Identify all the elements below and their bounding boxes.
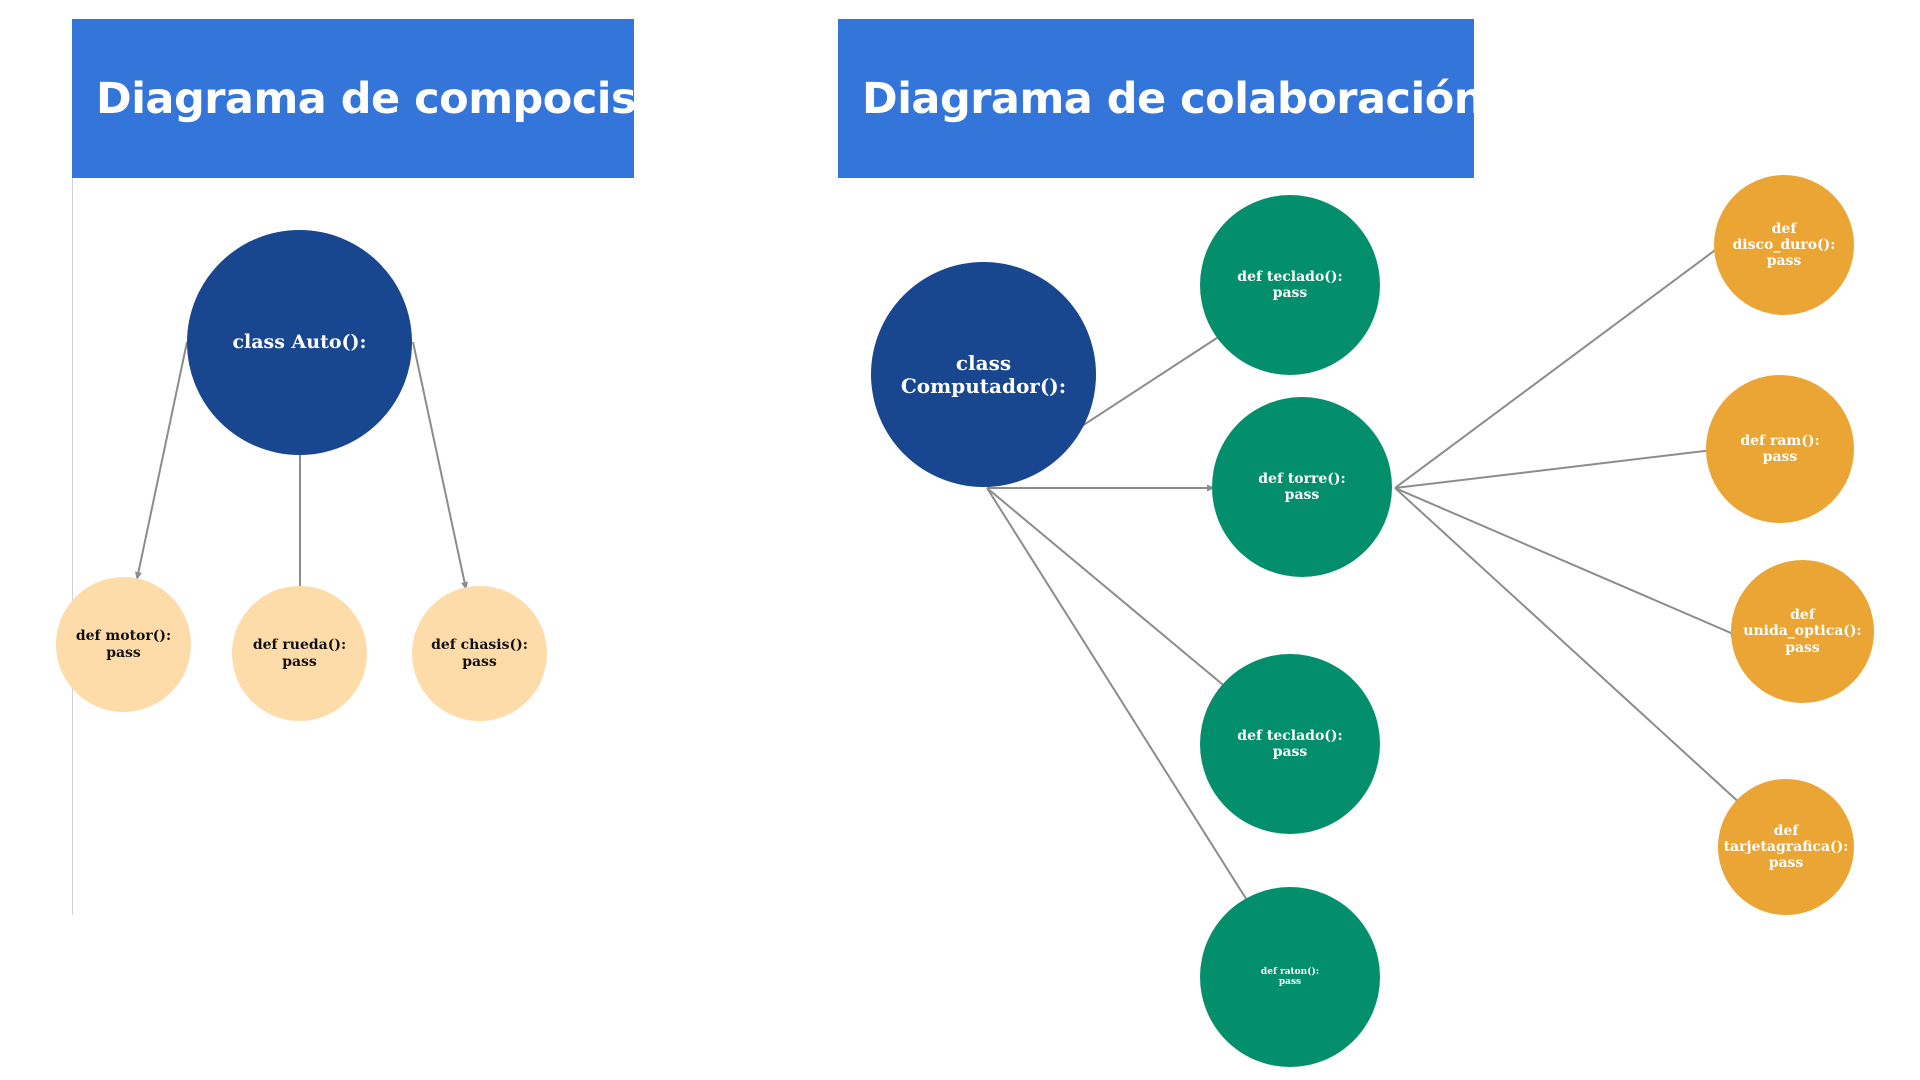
node-def-torre-label: def torre(): pass	[1258, 470, 1346, 503]
node-class-auto-label: class Auto():	[232, 330, 367, 353]
node-def-teclado-top: def teclado(): pass	[1200, 195, 1380, 375]
node-def-raton: def raton(): pass	[1200, 887, 1380, 1067]
node-def-chasis: def chasis(): pass	[412, 586, 547, 721]
composition-title: Diagrama de compocisión	[96, 73, 710, 124]
node-class-auto: class Auto():	[187, 230, 412, 455]
node-def-rueda-label: def rueda(): pass	[252, 637, 347, 670]
node-def-teclado-top-label: def teclado(): pass	[1237, 268, 1343, 301]
node-def-disco-duro-label: def disco_duro(): pass	[1732, 220, 1836, 270]
node-class-computador: class Computador():	[871, 262, 1096, 487]
divider-line	[72, 178, 73, 915]
arrow-auto-to-chasis	[412, 341, 468, 590]
node-def-rueda: def rueda(): pass	[232, 586, 367, 721]
arrow-computador-to-raton	[986, 487, 1251, 906]
node-def-ram-label: def ram(): pass	[1740, 432, 1820, 465]
node-def-chasis-label: def chasis(): pass	[431, 637, 528, 670]
collaboration-title-banner: Diagrama de colaboración	[838, 19, 1484, 178]
node-def-teclado-bottom: def teclado(): pass	[1200, 654, 1380, 834]
arrow-auto-to-motor	[135, 341, 188, 580]
arrow-torre-to-ram	[1394, 447, 1714, 489]
arrow-torre-to-disco-duro	[1394, 244, 1723, 489]
arrow-torre-to-unida-optica	[1394, 487, 1739, 637]
node-def-tarjeta-grafica: def tarjetagrafica(): pass	[1718, 779, 1854, 915]
node-def-tarjeta-grafica-label: def tarjetagrafica(): pass	[1723, 822, 1849, 872]
node-def-disco-duro: def disco_duro(): pass	[1714, 175, 1854, 315]
node-def-torre: def torre(): pass	[1212, 397, 1392, 577]
node-def-unida-optica: def unida_optica(): pass	[1731, 560, 1874, 703]
node-def-motor-label: def motor(): pass	[75, 628, 172, 661]
arrow-computador-to-teclado-bottom	[986, 487, 1229, 690]
arrow-torre-to-tarjeta-grafica	[1394, 487, 1744, 807]
node-def-motor: def motor(): pass	[56, 577, 191, 712]
node-def-unida-optica-label: def unida_optica(): pass	[1743, 607, 1862, 656]
composition-title-banner: Diagrama de compocisión	[72, 19, 710, 178]
node-def-raton-label: def raton(): pass	[1260, 966, 1320, 987]
node-class-computador-label: class Computador():	[900, 350, 1067, 398]
collaboration-title: Diagrama de colaboración	[862, 73, 1484, 124]
node-def-teclado-bottom-label: def teclado(): pass	[1237, 727, 1343, 760]
node-def-ram: def ram(): pass	[1706, 375, 1854, 523]
